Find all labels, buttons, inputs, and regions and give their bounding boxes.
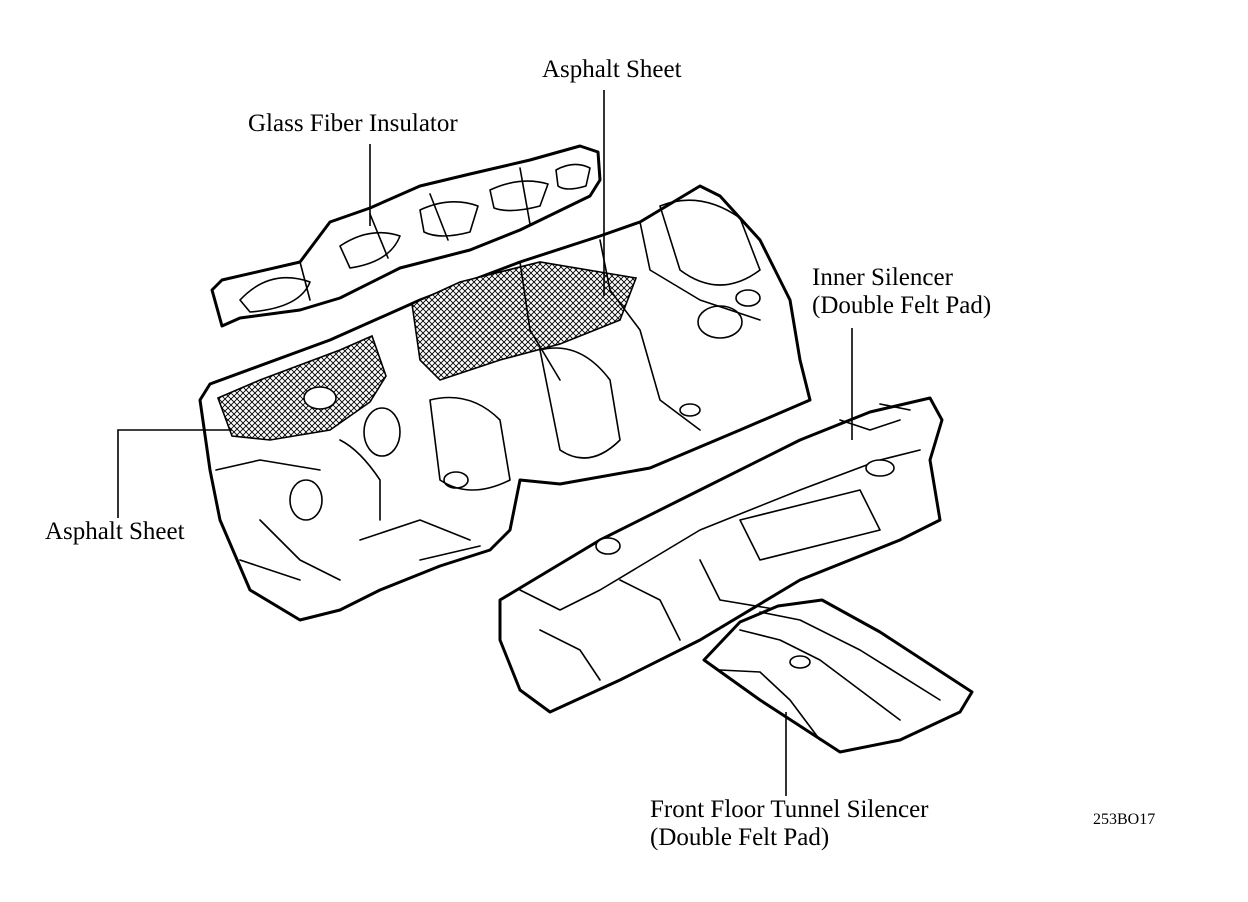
glass-fiber-insulator-part xyxy=(210,144,602,328)
inner-silencer-sublabel: (Double Felt Pad) xyxy=(812,292,992,319)
tunnel-silencer-sublabel: (Double Felt Pad) xyxy=(650,824,830,851)
figure-code: 253BO17 xyxy=(1093,811,1156,828)
dash-panel-part xyxy=(198,184,812,622)
asphalt-sheet-top-label: Asphalt Sheet xyxy=(542,56,682,83)
inner-silencer-label: Inner Silencer xyxy=(812,264,953,291)
inner-silencer-part xyxy=(498,396,944,714)
glass-fiber-insulator-label: Glass Fiber Insulator xyxy=(248,110,458,137)
leader-asphalt-left xyxy=(117,429,232,518)
tunnel-silencer-label: Front Floor Tunnel Silencer xyxy=(650,796,929,823)
tunnel-silencer-part xyxy=(702,598,974,754)
asphalt-sheet-left-label: Asphalt Sheet xyxy=(45,518,185,545)
